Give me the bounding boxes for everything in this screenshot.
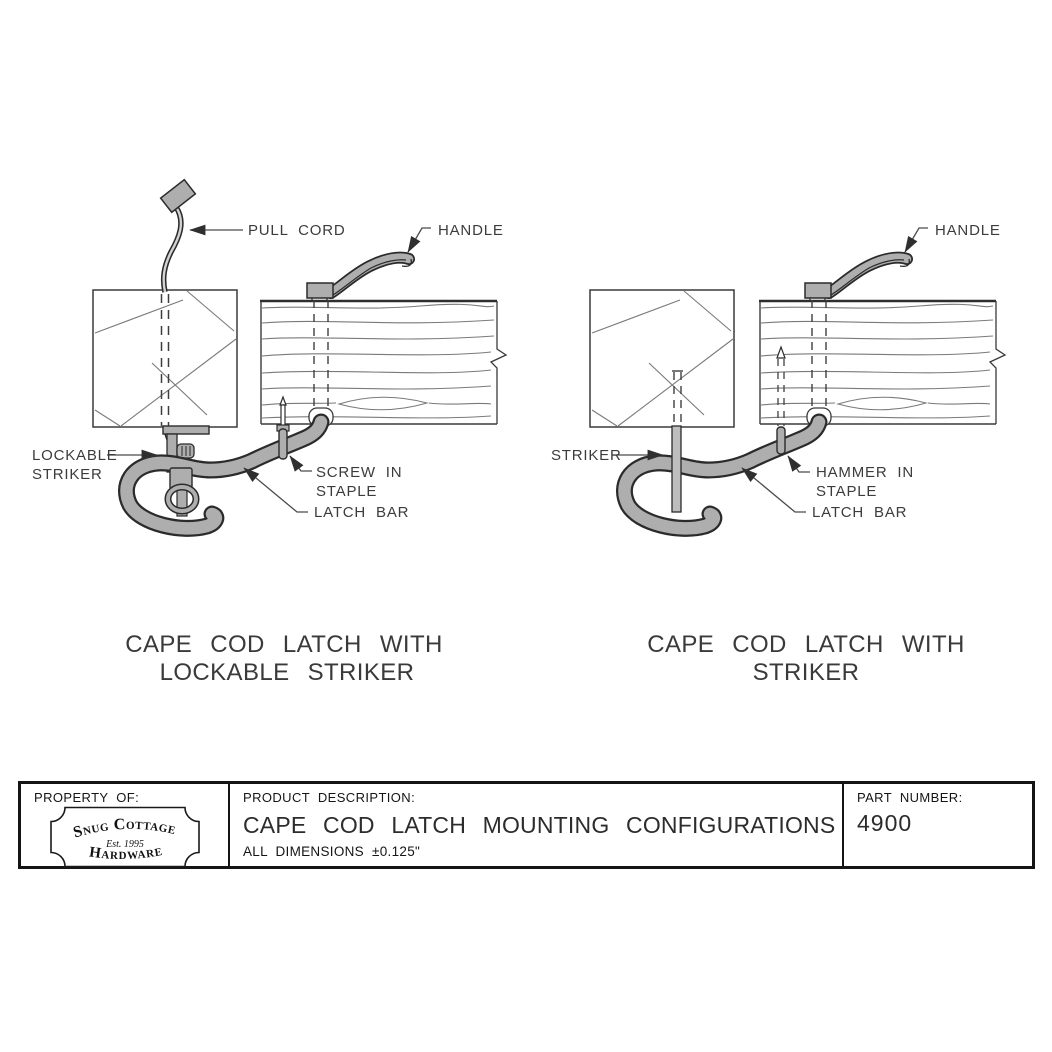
striker — [671, 425, 682, 513]
staple-leader — [289, 455, 312, 472]
part-number: 4900 — [857, 810, 913, 836]
snug-cottage-logo: Snug Cottage Est. 1995 Hardware — [50, 806, 200, 868]
lockable-striker-label-1: LOCKABLE — [32, 447, 118, 464]
logo-border — [50, 806, 200, 868]
product-description-label: PRODUCT DESCRIPTION: — [243, 790, 416, 805]
property-of-label: PROPERTY OF: — [34, 790, 140, 805]
bracket-screw-pin — [279, 395, 287, 428]
logo-est: Est. 1995 — [105, 839, 144, 850]
left-caption-line1: CAPE COD LATCH WITH — [125, 631, 443, 658]
latch-bar — [126, 422, 321, 528]
svg-text:Hardware: Hardware — [88, 843, 164, 863]
product-description: CAPE COD LATCH MOUNTING CONFIGURATIONS — [243, 812, 836, 838]
property-of-cell: PROPERTY OF: Snug Cottage Est. 1995 Hard… — [21, 784, 228, 868]
handle-leader — [904, 227, 928, 253]
part-number-cell: PART NUMBER: 4900 — [842, 784, 1032, 866]
latch-bar — [624, 422, 819, 528]
left-caption-line2: LOCKABLE STRIKER — [160, 659, 415, 686]
padlock — [164, 467, 200, 517]
screw-in-staple — [276, 424, 290, 460]
part-number-label: PART NUMBER: — [857, 790, 963, 805]
title-block: PROPERTY OF: Snug Cottage Est. 1995 Hard… — [18, 781, 1035, 869]
staple-label-2: STAPLE — [816, 483, 877, 500]
logo-name-bottom: Hardware — [88, 843, 163, 863]
staple-label-1: HAMMER IN — [816, 464, 914, 481]
product-description-cell: PRODUCT DESCRIPTION: CAPE COD LATCH MOUN… — [228, 784, 842, 866]
fence-post — [92, 289, 238, 428]
staple-label-1: SCREW IN — [316, 464, 402, 481]
handle-label: HANDLE — [935, 222, 1001, 239]
right-caption-line1: CAPE COD LATCH WITH — [647, 631, 965, 658]
right-caption-line2: STRIKER — [753, 659, 860, 686]
handle-label: HANDLE — [438, 222, 504, 239]
handle-leader — [407, 227, 431, 253]
technical-drawing: PULL CORD HANDLE LOCKABLE STRIKER SCREW … — [32, 178, 1007, 686]
tolerance-note: ALL DIMENSIONS ±0.125" — [243, 844, 421, 859]
gate-board — [258, 299, 508, 426]
striker-label: STRIKER — [551, 447, 622, 464]
pull-cord-end — [159, 178, 197, 214]
hammer-in-staple — [776, 345, 786, 455]
lockable-striker-label-2: STRIKER — [32, 466, 103, 483]
pull-cord-label: PULL CORD — [248, 222, 346, 239]
staple-label-2: STAPLE — [316, 483, 377, 500]
gate-board — [757, 299, 1007, 426]
staple-leader — [787, 455, 810, 473]
latch-bar-leader — [243, 467, 308, 513]
striker-hidden — [672, 370, 683, 426]
latch-bar-label: LATCH BAR — [812, 504, 907, 521]
latch-bar-label: LATCH BAR — [314, 504, 409, 521]
right-diagram: HANDLE STRIKER HAMMER IN STAPLE LATCH BA… — [551, 222, 1007, 686]
latch-bar-leader — [741, 467, 806, 513]
left-diagram: PULL CORD HANDLE LOCKABLE STRIKER SCREW … — [32, 178, 508, 686]
fence-post — [589, 289, 735, 428]
